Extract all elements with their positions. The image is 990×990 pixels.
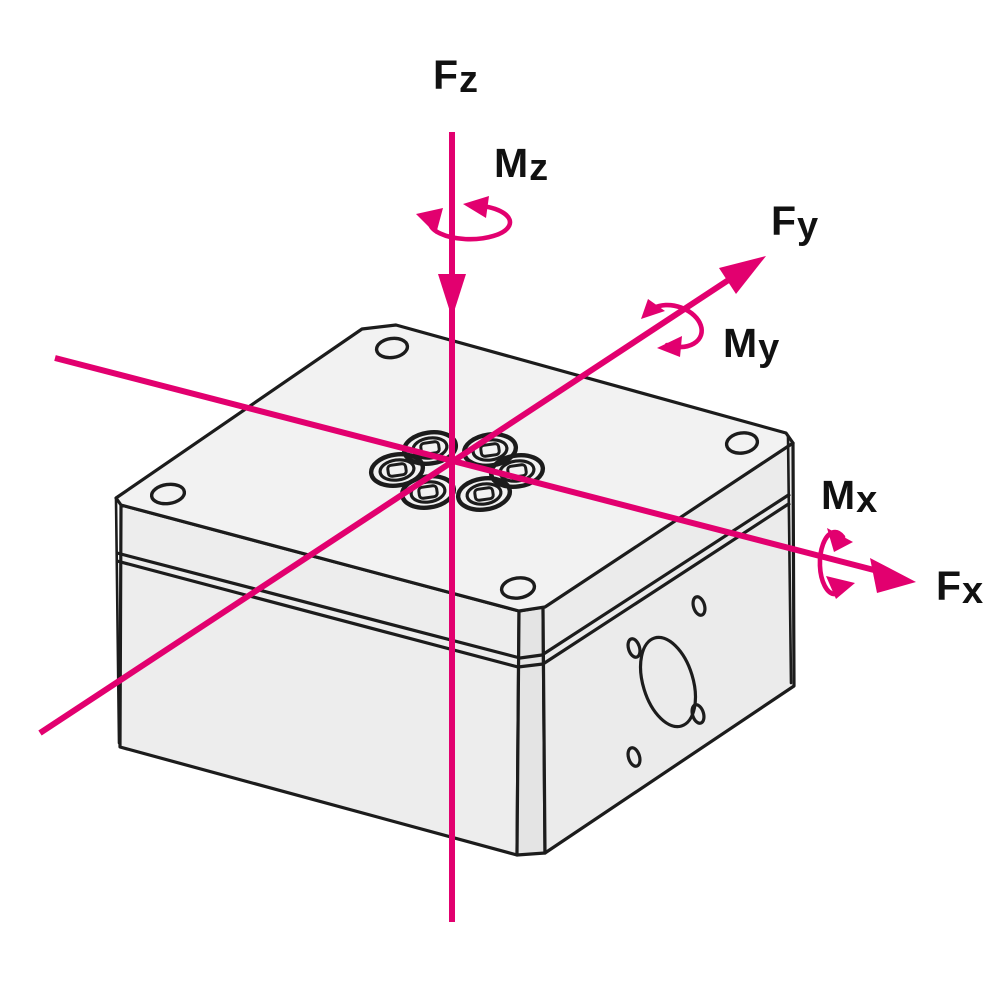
label-mz: Mz: [494, 140, 548, 188]
mounting-hole: [368, 452, 426, 488]
mz-rotation-arrow: [416, 196, 513, 242]
label-my-main: M: [723, 320, 758, 366]
label-mx: Mx: [821, 472, 877, 520]
top-corner-hole: [724, 431, 760, 455]
label-mx-sub: x: [856, 479, 878, 521]
label-fx-sub: x: [962, 570, 984, 612]
coordinate-axes: [38, 132, 916, 922]
fz-axis-arrow: [438, 132, 466, 922]
label-my: My: [723, 320, 779, 368]
label-fz: Fz: [433, 52, 478, 100]
label-fy-sub: y: [797, 205, 819, 247]
sensor-box: [114, 323, 796, 857]
fx-axis-arrow: [54, 355, 916, 593]
left-corner-edge: [114, 497, 121, 745]
connector-screw-hole: [690, 703, 706, 725]
top-corner-hole: [149, 482, 187, 506]
groove-upper-line: [116, 492, 791, 660]
connector-port: [626, 595, 707, 768]
box-front-chamfer-face: [515, 605, 547, 857]
my-rotation-arrow: [641, 299, 704, 357]
label-fy-main: F: [771, 198, 797, 244]
label-mz-sub: z: [529, 147, 549, 189]
connector-screw-hole: [626, 637, 642, 659]
label-fy: Fy: [771, 198, 818, 246]
groove-lower-line: [116, 501, 791, 669]
label-my-sub: y: [758, 327, 780, 369]
connector-screw-hole: [691, 595, 707, 617]
top-corner-hole: [499, 576, 537, 600]
top-corner-hole: [374, 336, 410, 360]
mx-rotation-arrow: [817, 528, 855, 599]
right-corner-edge: [786, 434, 793, 685]
label-fz-main: F: [433, 52, 459, 98]
label-mz-main: M: [494, 140, 529, 186]
mounting-hole: [455, 476, 513, 512]
label-fx-main: F: [936, 563, 962, 609]
label-fx: Fx: [936, 563, 983, 611]
connector-screw-hole: [626, 746, 642, 768]
label-fz-sub: z: [459, 59, 479, 101]
label-mx-main: M: [821, 472, 856, 518]
fy-axis-arrow: [38, 256, 766, 736]
